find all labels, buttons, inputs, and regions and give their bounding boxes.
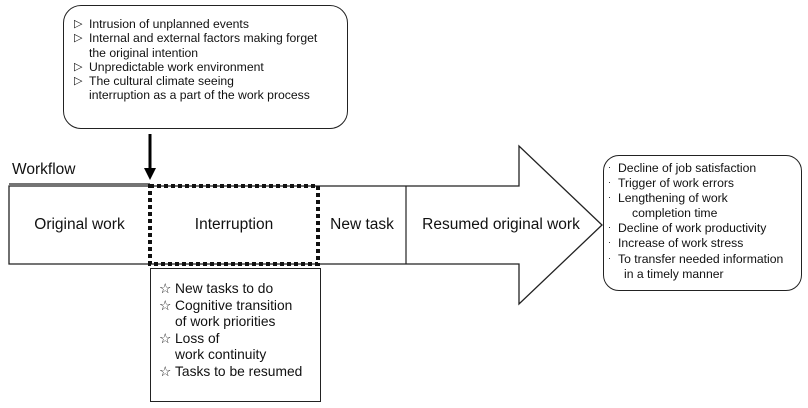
effects-box: ☆ New tasks to do ☆ Cognitive transition… — [150, 268, 321, 402]
effect-item: ☆ Tasks to be resumed — [159, 364, 316, 381]
interruption-dotted-frame — [148, 184, 320, 266]
dot-bullet-icon: · — [608, 237, 611, 248]
dot-bullet-icon: · — [608, 252, 611, 263]
outcome-text: Lengthening of work — [618, 191, 728, 206]
cause-item: ▷ Internal and external factors making f… — [74, 31, 339, 60]
outcome-item: · Decline of job satisfaction — [608, 161, 797, 176]
effect-item: ☆ Cognitive transition of work prioritie… — [159, 298, 316, 331]
dot-bullet-icon: · — [608, 177, 611, 188]
triangle-bullet-icon: ▷ — [74, 75, 83, 88]
outcome-item: · Trigger of work errors — [608, 176, 797, 191]
effect-text: New tasks to do — [175, 281, 274, 296]
star-bullet-icon: ☆ — [159, 297, 172, 313]
cause-text: Internal and external factors making for… — [89, 31, 318, 46]
star-bullet-icon: ☆ — [159, 330, 172, 346]
cause-text: interruption as a part of the work proce… — [89, 88, 310, 103]
workflow-label: Workflow — [12, 161, 76, 178]
cause-item: ▷ Intrusion of unplanned events — [74, 17, 339, 31]
segment-resumed-original-work: Resumed original work — [422, 216, 580, 233]
segment-interruption: Interruption — [194, 216, 274, 233]
triangle-bullet-icon: ▷ — [74, 18, 83, 30]
outcome-text: Decline of job satisfaction — [618, 161, 757, 175]
dot-bullet-icon: · — [608, 192, 611, 203]
outcome-text: in a timely manner — [624, 266, 724, 281]
causes-box: ▷ Intrusion of unplanned events ▷ Intern… — [63, 5, 348, 129]
workflow-arrow — [8, 144, 603, 306]
outcome-text: Trigger of work errors — [618, 176, 735, 191]
outcome-text: To transfer needed information — [618, 251, 784, 266]
cause-text: the original intention — [89, 45, 199, 60]
triangle-bullet-icon: ▷ — [74, 60, 83, 73]
cause-item: ▷ Unpredictable work environment — [74, 60, 339, 74]
effect-text: Tasks to be resumed — [175, 363, 303, 379]
outcome-item: · Increase of work stress — [608, 236, 797, 251]
star-bullet-icon: ☆ — [159, 281, 172, 296]
dot-bullet-icon: · — [608, 222, 611, 233]
cause-text: Unpredictable work environment — [89, 59, 264, 74]
outcome-item: · To transfer needed information in a ti… — [608, 252, 797, 282]
cause-text: Intrusion of unplanned events — [89, 17, 249, 31]
effect-item: ☆ Loss of work continuity — [159, 331, 316, 364]
effect-text: of work priorities — [175, 314, 276, 330]
effect-text: Loss of — [175, 330, 220, 346]
segment-new-task: New task — [330, 216, 394, 233]
outcome-text: Decline of work productivity — [618, 221, 767, 236]
outcome-item: · Lengthening of work completion time — [608, 191, 797, 221]
down-arrow-head-icon — [144, 168, 156, 180]
outcome-item: · Decline of work productivity — [608, 221, 797, 236]
effect-text: Cognitive transition — [175, 297, 293, 313]
outcomes-box: · Decline of job satisfaction · Trigger … — [603, 155, 802, 291]
star-bullet-icon: ☆ — [159, 363, 172, 379]
dot-bullet-icon: · — [608, 162, 611, 172]
cause-item: ▷ The cultural climate seeing interrupti… — [74, 74, 339, 103]
effect-item: ☆ New tasks to do — [159, 281, 316, 298]
cause-text: The cultural climate seeing — [89, 74, 234, 89]
segment-original-work: Original work — [34, 216, 125, 233]
outcome-text: Increase of work stress — [618, 236, 744, 251]
triangle-bullet-icon: ▷ — [74, 32, 83, 45]
outcome-text: completion time — [632, 206, 718, 221]
effect-text: work continuity — [175, 347, 267, 363]
